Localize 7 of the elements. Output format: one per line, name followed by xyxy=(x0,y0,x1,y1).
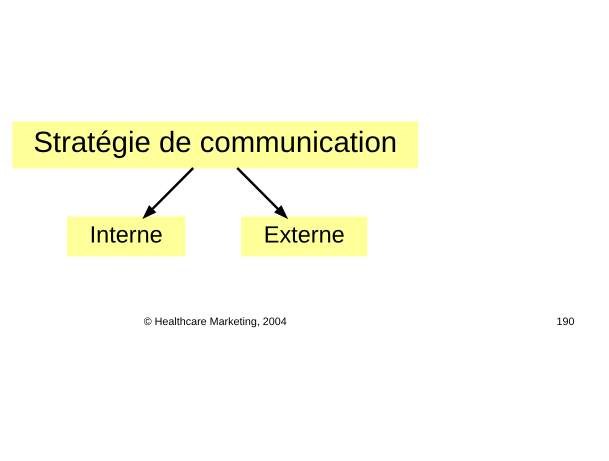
arrow xyxy=(142,166,194,219)
node-box: Externe xyxy=(241,216,368,256)
node-box: Stratégie de communication xyxy=(12,120,418,168)
arrow xyxy=(236,166,288,219)
label: 190 xyxy=(556,316,574,328)
node-box: Interne xyxy=(67,216,186,256)
label: © Healthcare Marketing, 2004 xyxy=(144,316,287,328)
